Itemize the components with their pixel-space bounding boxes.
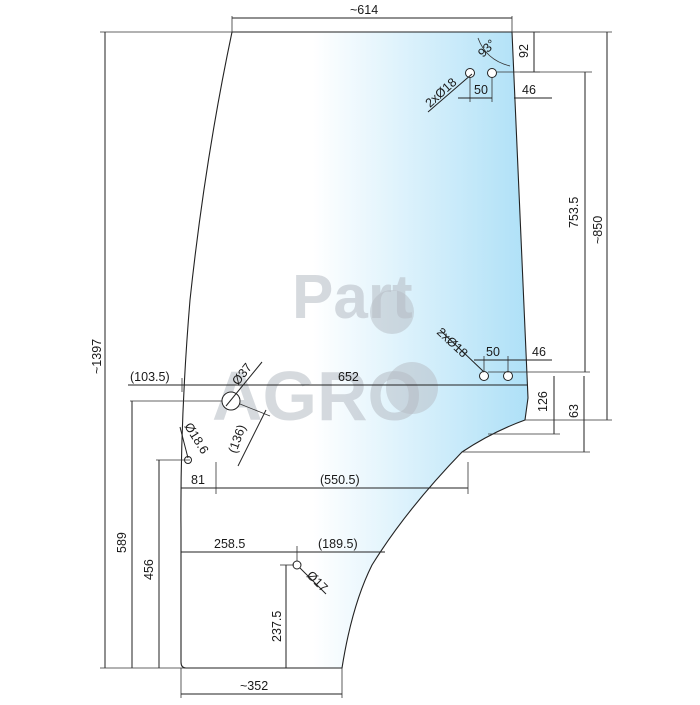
label-81: 81 — [191, 473, 205, 487]
label-652: 652 — [338, 370, 359, 384]
hole-mid-left — [479, 371, 489, 381]
dim-258-189: 258.5 (189.5) — [181, 537, 385, 566]
label-589: 589 — [115, 532, 129, 553]
label-237: 237.5 — [270, 611, 284, 642]
watermark: Part AGRO — [212, 263, 438, 435]
label-103: (103.5) — [130, 370, 170, 384]
label-mid-spacing: 50 — [486, 345, 500, 359]
dim-right-small: 126 63 — [462, 376, 612, 453]
hole-top-right — [487, 68, 497, 78]
label-189: (189.5) — [318, 537, 358, 551]
label-456: 456 — [142, 559, 156, 580]
label-550: (550.5) — [320, 473, 360, 487]
dim-bottom-width: ~352 — [180, 668, 343, 698]
dim-81-550: 81 (550.5) — [181, 462, 469, 494]
hole-low — [292, 560, 302, 570]
dim-right-heights: 753.5 ~850 — [512, 31, 612, 420]
label-bottom-width: ~352 — [240, 679, 268, 693]
label-mid-edge: 46 — [532, 345, 546, 359]
label-1397: ~1397 — [90, 339, 104, 374]
label-850: ~850 — [591, 216, 605, 244]
label-753: 753.5 — [567, 197, 581, 228]
watermark-line2: AGRO — [212, 357, 422, 435]
hole-big — [221, 391, 241, 411]
label-top-width: ~614 — [350, 3, 378, 17]
gear-icon — [370, 290, 438, 414]
label-top-92: 92 — [517, 44, 531, 58]
label-top-edge: 46 — [522, 83, 536, 97]
hole-mid-right — [503, 371, 513, 381]
label-63: 63 — [567, 404, 581, 418]
label-258: 258.5 — [214, 537, 245, 551]
dim-left-heights: ~1397 589 456 — [90, 31, 232, 669]
label-126: 126 — [536, 391, 550, 412]
glass-panel — [180, 31, 529, 669]
dim-top-width: ~614 — [231, 3, 513, 32]
dim-652: (103.5) 652 — [128, 370, 528, 392]
label-top-spacing: 50 — [474, 83, 488, 97]
